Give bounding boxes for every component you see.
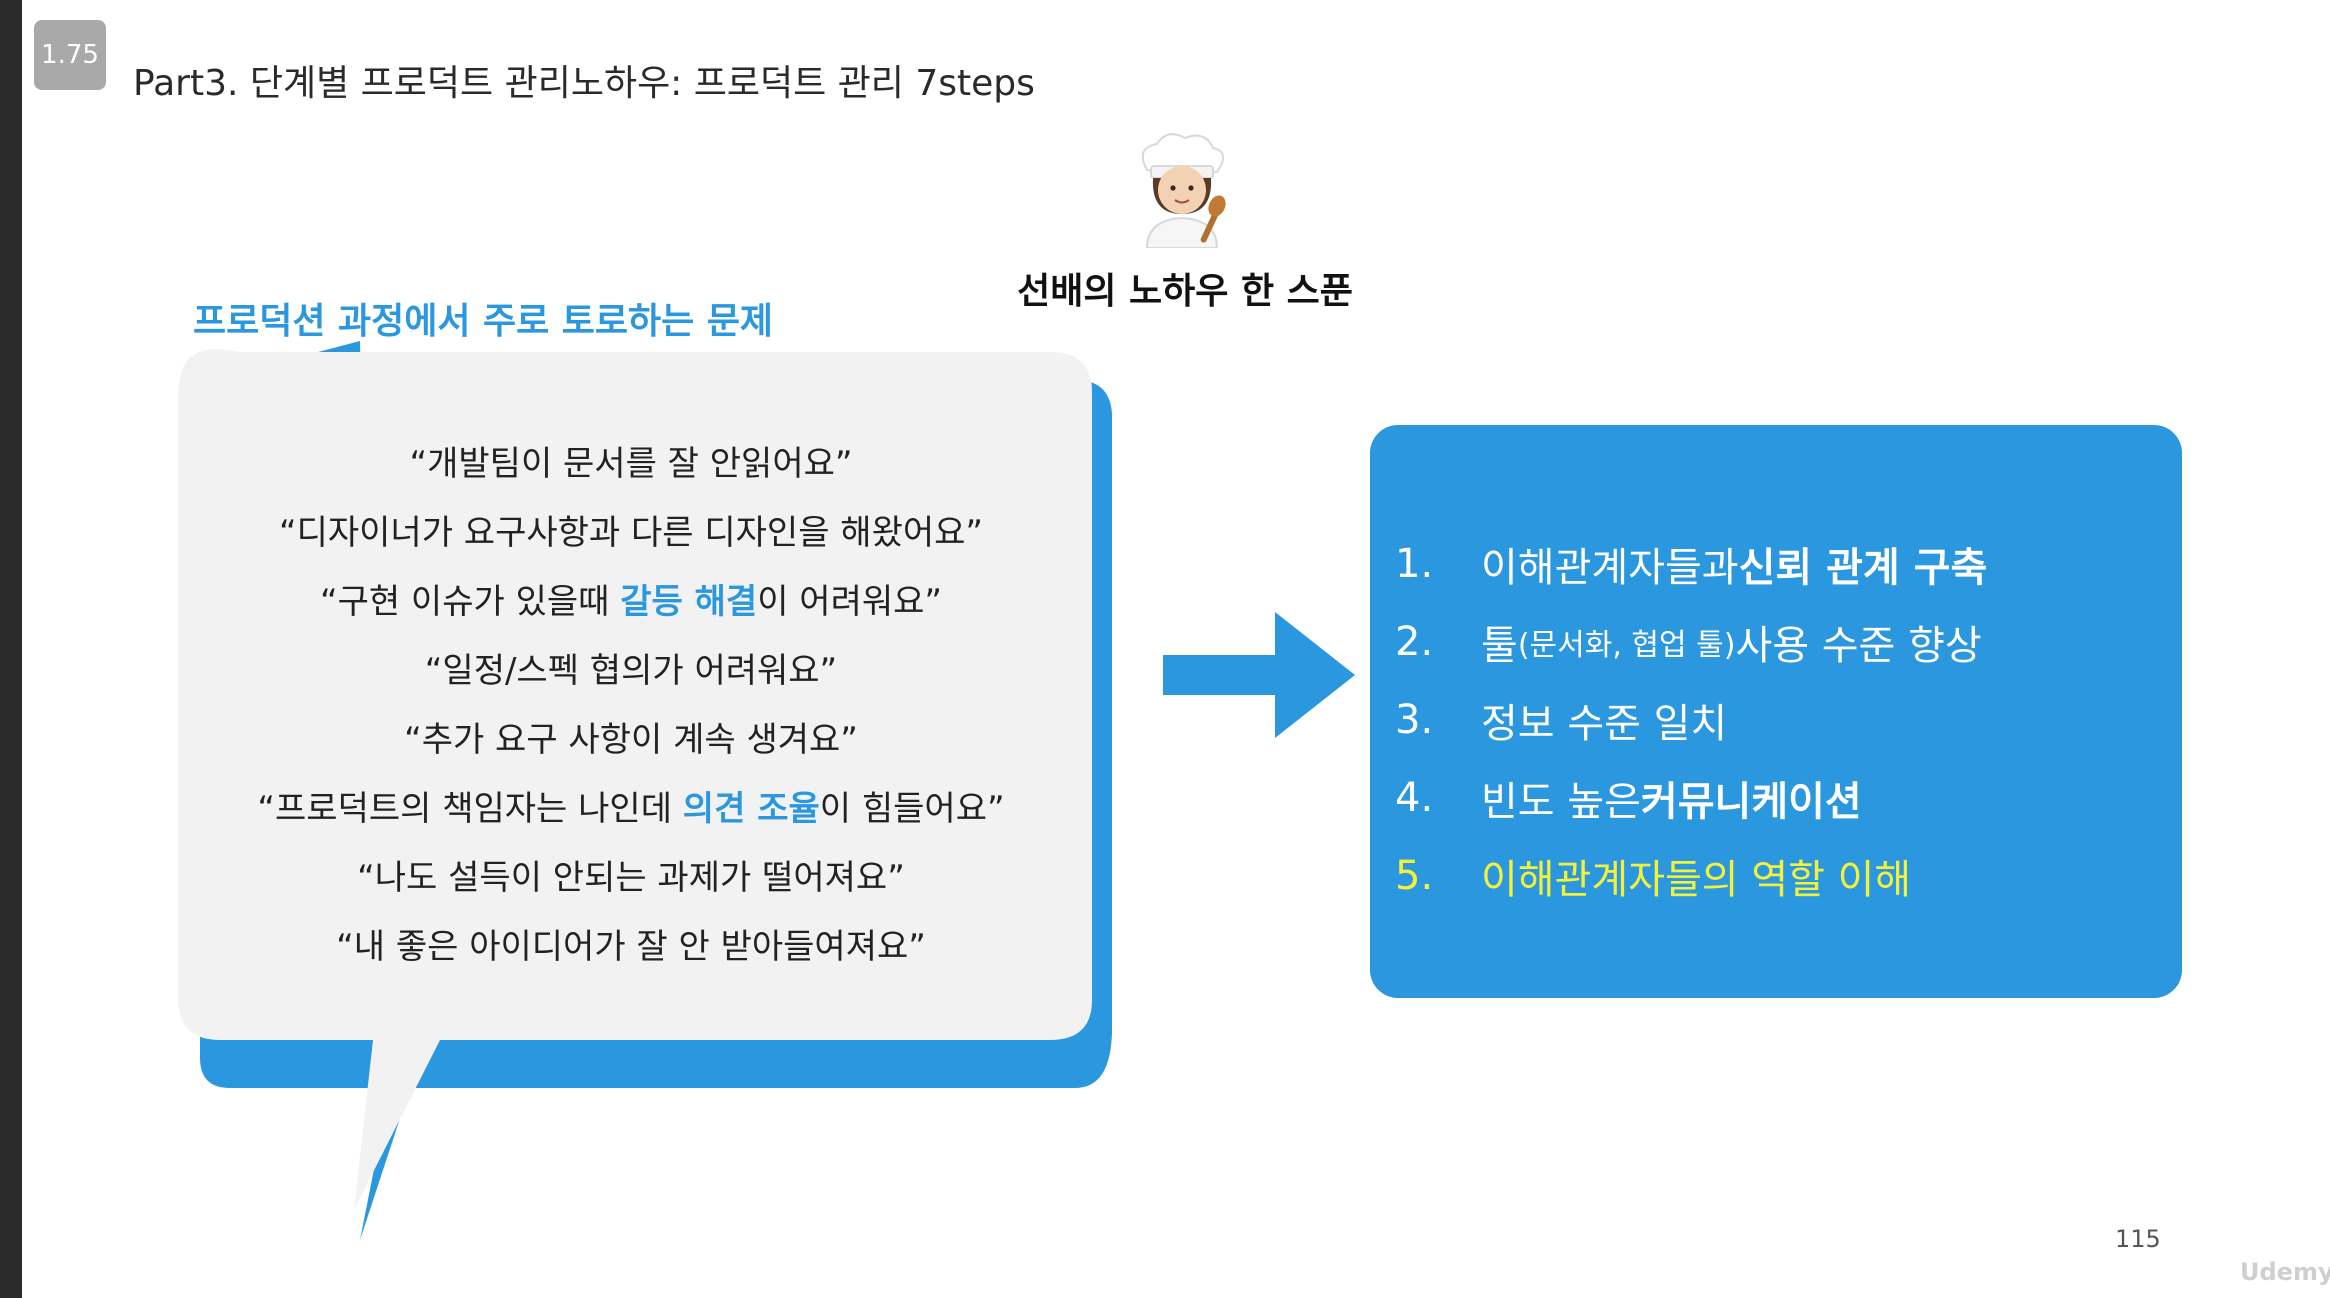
quote-item: “디자이너가 요구사항과 다른 디자인을 해왔어요” bbox=[278, 513, 984, 553]
steps-panel bbox=[1370, 425, 2182, 998]
quote-item: “구현 이슈가 있을때 갈등 해결이 어려워요” bbox=[319, 582, 943, 622]
quote-item: “추가 요구 사항이 계속 생겨요” bbox=[404, 720, 858, 760]
quote-item: “프로덕트의 책임자는 나인데 의견 조율이 힘들어요” bbox=[257, 789, 1005, 829]
chef-caption: 선배의 노하우 한 스푼 bbox=[1017, 271, 1353, 312]
quote-item: “내 좋은 아이디어가 잘 안 받아들여져요” bbox=[336, 927, 926, 967]
step-item: 1. 이해관계자들과 신뢰 관계 구축 bbox=[1395, 541, 1988, 591]
step-item: 4. 빈도 높은 커뮤니케이션 bbox=[1395, 775, 1862, 825]
speech-bubble bbox=[178, 341, 1112, 1240]
quote-highlight: 의견 조율 bbox=[682, 789, 820, 829]
section-heading: 프로덕션 과정에서 주로 토로하는 문제 bbox=[193, 301, 774, 342]
right-arrow-icon bbox=[1163, 612, 1355, 738]
problem-quotes: “개발팀이 문서를 잘 안읽어요” “디자이너가 요구사항과 다른 디자인을 해… bbox=[176, 430, 1086, 982]
udemy-watermark: Udemy bbox=[2240, 1258, 2330, 1286]
quote-item: “개발팀이 문서를 잘 안읽어요” bbox=[409, 444, 853, 484]
step-item: 3. 정보 수준 일치 bbox=[1395, 697, 1728, 747]
page-number: 115 bbox=[2115, 1225, 2161, 1253]
step-item: 2. 툴(문서화, 협업 툴) 사용 수준 향상 bbox=[1395, 619, 1982, 669]
slide-title: Part3. 단계별 프로덕트 관리노하우: 프로덕트 관리 7steps bbox=[133, 63, 1035, 104]
chef-icon bbox=[1141, 133, 1226, 248]
quote-highlight: 갈등 해결 bbox=[620, 582, 758, 622]
quote-item: “나도 설득이 안되는 과제가 떨어져요” bbox=[357, 858, 905, 898]
quote-item: “일정/스펙 협의가 어려워요” bbox=[424, 651, 838, 691]
playback-speed-badge[interactable]: 1.75 bbox=[34, 20, 106, 90]
left-sidebar-edge bbox=[0, 0, 22, 1298]
step-item-highlighted: 5. 이해관계자들의 역할 이해 bbox=[1395, 853, 1912, 903]
steps-list: 1. 이해관계자들과 신뢰 관계 구축 2. 툴(문서화, 협업 툴) 사용 수… bbox=[1395, 525, 1987, 915]
